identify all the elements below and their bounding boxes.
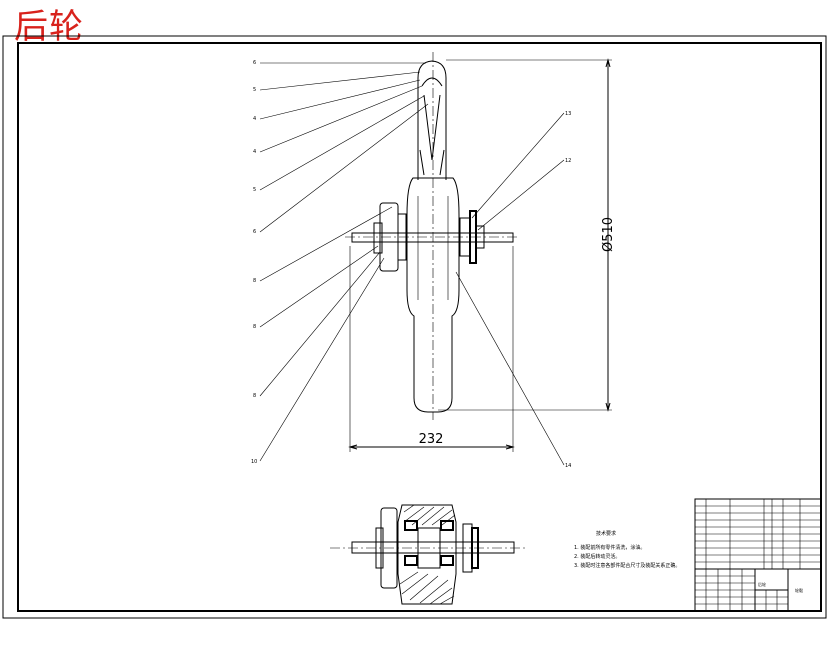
callout-5: 5 [253,187,256,193]
callout-3: 4 [253,116,256,122]
callout-8: 8 [253,324,256,330]
height-dimension: Ø510 [601,217,616,252]
tech-requirements: 技术要求 1. 装配前所有零件清洗，涂油。 2. 装配后转动灵活。 3. 装配时… [574,530,680,569]
drawing-title: 后轮 [14,7,84,47]
callout-9: 8 [253,393,256,399]
callout-4: 4 [253,149,256,155]
hub-section [397,504,457,605]
callout-10: 10 [251,459,257,465]
tech-item-2: 2. 装配后转动灵活。 [574,553,620,560]
callout-11: 13 [565,111,571,117]
axle [351,232,514,243]
title-block: 后轮 轮毂 [694,498,822,612]
tech-item-3: 3. 装配时注意各部件配合尺寸及装配关系正确。 [574,562,680,569]
leader-lines [259,62,565,466]
callout-2: 5 [253,87,256,93]
callout-1: 6 [253,60,256,66]
callout-6: 6 [253,229,256,235]
section-view [330,504,525,605]
main-view: Ø510 232 [345,52,616,452]
tech-heading: 技术要求 [596,530,616,537]
width-dimension: 232 [419,432,444,447]
callout-13: 14 [565,463,571,469]
inner-border [17,42,822,612]
tech-item-1: 1. 装配前所有零件清洗，涂油。 [574,544,645,551]
title-block-drawing-name: 后轮 [758,581,766,587]
wheel-body [406,177,460,413]
callout-7: 8 [253,278,256,284]
callout-labels: 6 5 4 4 5 6 8 8 8 10 13 12 14 [251,60,571,469]
callout-12: 12 [565,158,571,164]
outer-border [2,35,827,619]
title-block-part-label: 轮毂 [795,587,803,593]
